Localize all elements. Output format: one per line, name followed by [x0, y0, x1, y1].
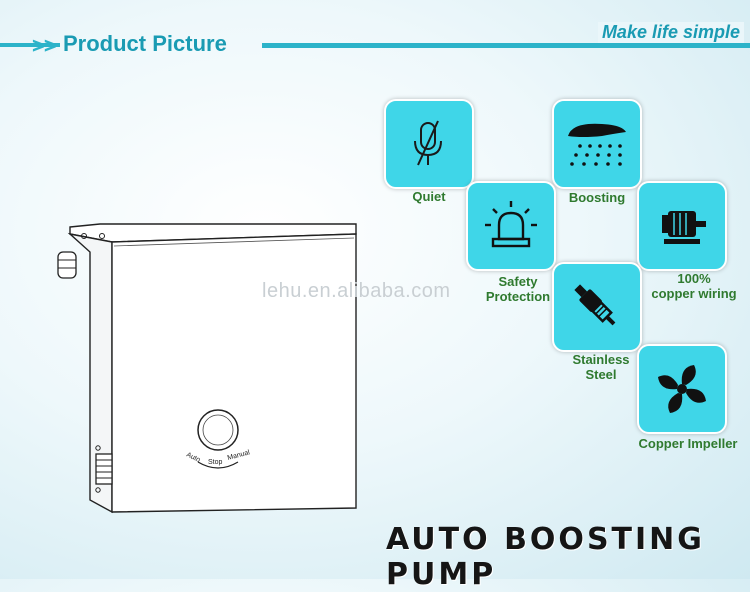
feature-copper-wiring	[637, 181, 727, 271]
feature-quiet-label: Quiet	[412, 189, 446, 204]
alarm-light-icon	[466, 181, 556, 271]
impeller-icon	[637, 344, 727, 434]
header-rule-left	[0, 43, 60, 47]
outlet-fitting	[95, 453, 113, 485]
header-arrows: >>	[32, 33, 57, 58]
inlet-fitting	[57, 251, 77, 279]
product-name: Auto Boosting Pump	[386, 522, 705, 592]
feature-safety-line1: Safety	[498, 274, 538, 289]
shower-icon	[552, 99, 642, 189]
control-dial: Auto Stop Manual	[185, 409, 251, 469]
feature-stainless-label: Stainless Steel	[556, 352, 646, 382]
feature-safety-line2: Protection	[485, 289, 551, 304]
feature-copper-line2: copper wiring	[651, 286, 737, 301]
feature-boosting	[552, 99, 642, 189]
pump-illustration: Auto Stop Manual	[57, 223, 357, 514]
feature-copper-wiring-label: 100% copper wiring	[642, 271, 746, 301]
feature-quiet	[384, 99, 474, 189]
feature-stainless-line2: Steel	[585, 367, 617, 382]
motor-icon	[637, 181, 727, 271]
feature-copper-line1: 100%	[677, 271, 711, 286]
header-rule-right	[262, 43, 750, 48]
feature-impeller-label: Copper Impeller	[638, 436, 738, 451]
spark-plug-icon	[552, 262, 642, 352]
page-title: Product Picture	[63, 31, 227, 56]
watermark: lehu.en.alibaba.com	[262, 280, 451, 302]
feature-safety-protection-label: Safety Protection	[476, 274, 560, 304]
quiet-icon	[384, 99, 474, 189]
feature-copper-impeller	[637, 344, 727, 434]
feature-boosting-label: Boosting	[568, 190, 626, 205]
dial-label-stop: Stop	[208, 459, 223, 466]
feature-stainless-steel	[552, 262, 642, 352]
feature-stainless-line1: Stainless	[572, 352, 630, 367]
tagline: Make life simple	[597, 22, 744, 43]
feature-safety-protection	[466, 181, 556, 271]
